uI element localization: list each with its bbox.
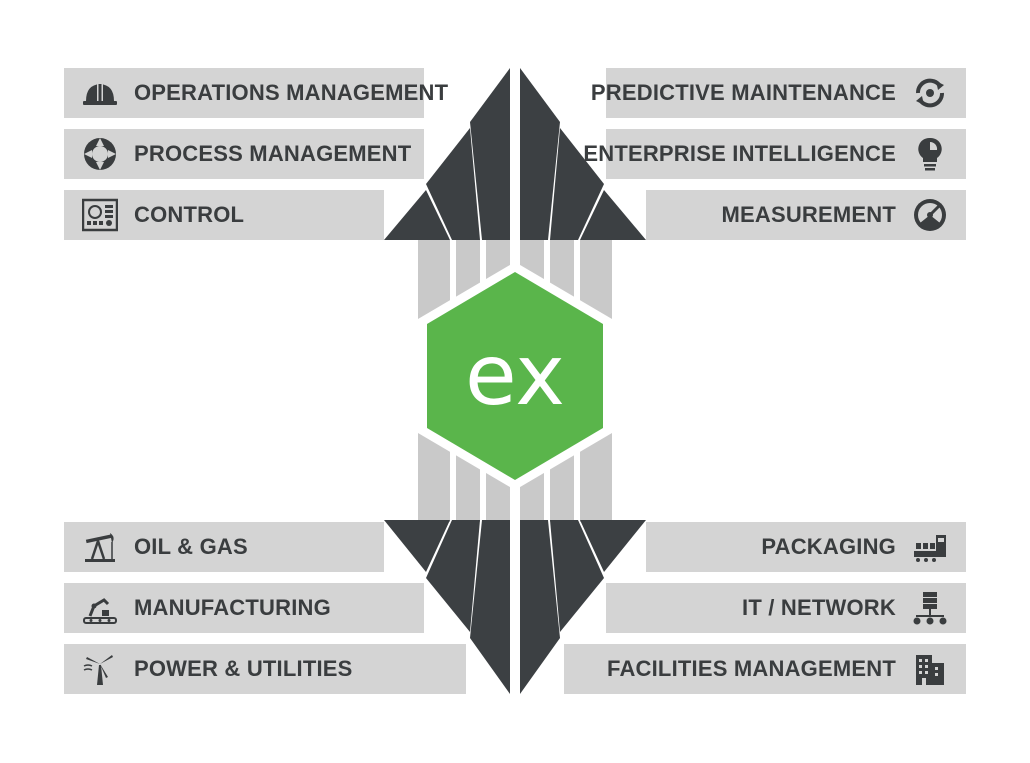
logo-text: ex — [465, 326, 565, 424]
item-label: OIL & GAS — [134, 534, 248, 559]
item-label: MANUFACTURING — [134, 595, 331, 620]
arrow-up — [384, 68, 646, 240]
item-power-utilities: POWER & UTILITIES — [64, 644, 466, 694]
item-oil-gas: OIL & GAS — [64, 522, 384, 572]
item-label: MEASUREMENT — [721, 202, 896, 227]
oil-pump-icon — [85, 533, 115, 562]
item-label: PROCESS MANAGEMENT — [134, 141, 412, 166]
item-label: OPERATIONS MANAGEMENT — [134, 80, 449, 105]
network-icon — [913, 592, 947, 625]
item-it-network: IT / NETWORK — [606, 583, 966, 633]
process-cycle-icon — [84, 138, 116, 170]
item-label: PREDICTIVE MAINTENANCE — [590, 80, 896, 105]
lightbulb-icon — [918, 137, 942, 171]
logo-hexagon-fill — [427, 272, 603, 480]
item-label: PACKAGING — [761, 534, 896, 559]
wind-turbine-icon — [83, 655, 113, 685]
item-measurement: MEASUREMENT — [646, 190, 966, 240]
item-facilities-management: FACILITIES MANAGEMENT — [564, 644, 966, 694]
item-operations-management: OPERATIONS MANAGEMENT — [64, 68, 448, 118]
item-label: IT / NETWORK — [742, 595, 896, 620]
item-packaging: PACKAGING — [646, 522, 966, 572]
item-manufacturing: MANUFACTURING — [64, 583, 424, 633]
gear-refresh-icon — [915, 78, 945, 108]
item-label: CONTROL — [134, 202, 245, 227]
conveyor-icon — [914, 535, 946, 562]
item-label: FACILITIES MANAGEMENT — [607, 656, 896, 681]
item-label: POWER & UTILITIES — [134, 656, 353, 681]
control-panel-icon — [82, 198, 118, 232]
robot-arm-icon — [83, 598, 117, 624]
item-label: ENTERPRISE INTELLIGENCE — [583, 141, 896, 166]
arrow-down — [384, 520, 646, 694]
item-control: CONTROL — [64, 190, 384, 240]
ex-logo — [418, 262, 612, 490]
building-icon — [916, 655, 944, 685]
item-enterprise-intelligence: ENTERPRISE INTELLIGENCE — [583, 129, 966, 179]
item-process-management: PROCESS MANAGEMENT — [64, 129, 424, 179]
item-predictive-maintenance: PREDICTIVE MAINTENANCE — [591, 68, 966, 118]
hard-hat-icon — [83, 83, 117, 105]
gauge-icon — [914, 199, 946, 231]
